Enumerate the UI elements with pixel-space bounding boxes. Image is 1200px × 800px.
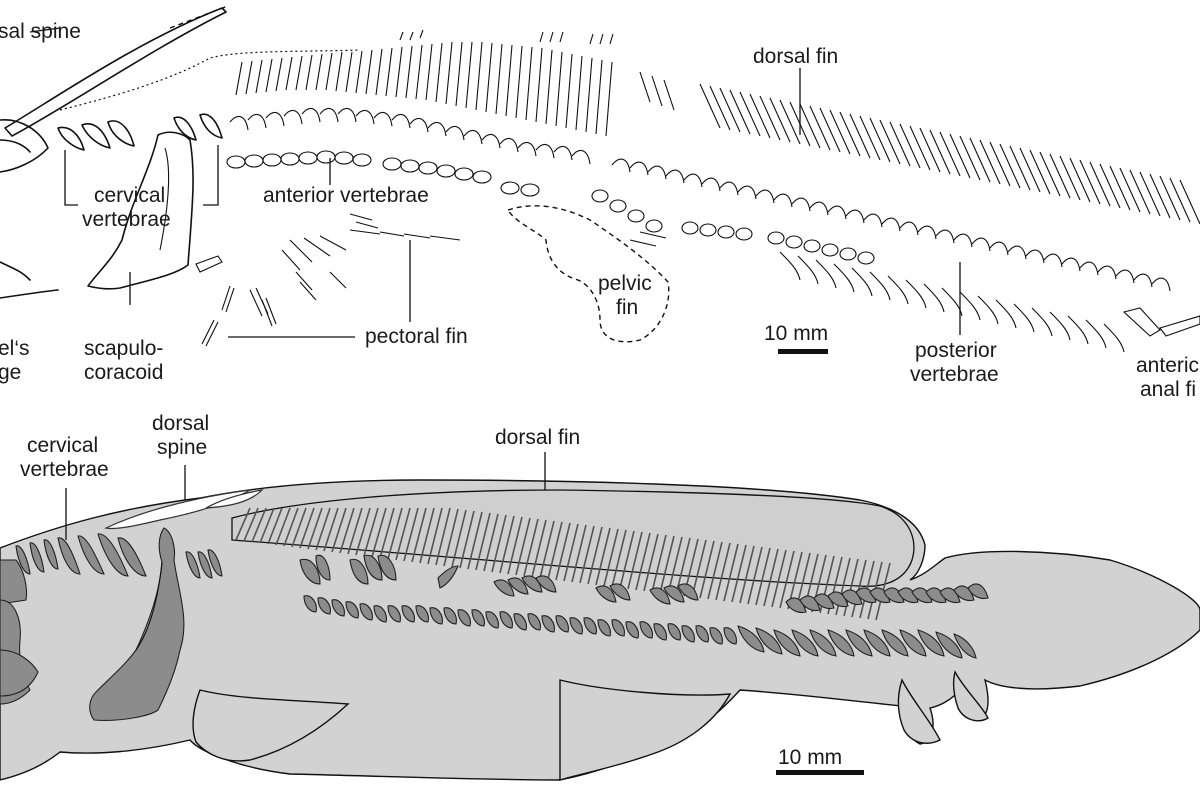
head-bone-jaw	[0, 649, 39, 697]
label-scapulocoracoid-2: coracoid	[84, 361, 163, 384]
label-dorsal-spine-top: sal spine	[0, 20, 81, 43]
pectoral-fin-bottom	[192, 689, 350, 762]
head-fragment	[0, 119, 49, 173]
label-dorsal-spine-bottom-1: dorsal	[152, 412, 209, 435]
label-cervical-vertebrae-top-1: cervical	[94, 184, 165, 207]
label-meckels-cartilage-2: ge	[0, 361, 21, 384]
dorsal-spine-outline	[4, 7, 227, 137]
top-panel-drawing	[0, 5, 1200, 354]
scapulocoracoid-inner	[159, 147, 170, 251]
anal-fin-element	[1122, 307, 1200, 337]
label-pelvic-fin-2: fin	[616, 296, 638, 319]
label-posterior-vertebrae-2: vertebrae	[910, 363, 999, 386]
anterior-vertebrae-centra	[226, 150, 540, 197]
dorsal-fin-radials-anterior	[235, 29, 614, 137]
label-dorsal-fin-top: dorsal fin	[753, 45, 838, 68]
label-scapulocoracoid-1: scapulo-	[84, 337, 163, 360]
top-panel-labels: sal spine cervical vertebrae anterior ve…	[0, 20, 1199, 401]
cervical-vertebrae-drawing	[57, 113, 223, 151]
cervical-vertebrae-bottom	[15, 533, 147, 577]
anal-fin-bottom	[897, 678, 941, 744]
body-outline-dotted	[59, 49, 361, 111]
label-cervical-vertebrae-top-2: vertebrae	[82, 208, 171, 231]
pectoral-fin-rays	[195, 213, 461, 347]
top-panel-leader-lines	[29, 27, 961, 338]
label-dorsal-spine-bottom-2: spine	[157, 436, 207, 459]
scapulocoracoid-drawing	[87, 131, 194, 290]
label-pectoral-fin: pectoral fin	[365, 325, 468, 348]
label-meckels-cartilage-1: el‘s	[0, 337, 30, 360]
neural-arches-anterior	[229, 107, 591, 165]
label-anterior-anal-fin-2: anal fi	[1140, 378, 1196, 401]
gap-centra	[591, 189, 667, 247]
pelvic-fin-bottom	[559, 679, 732, 781]
isolated-vertebrae-bottom	[185, 549, 223, 579]
bottom-scale-bar	[776, 770, 864, 775]
top-scale-bar-label: 10 mm	[764, 322, 828, 345]
caudal-arches-bottom	[785, 583, 989, 614]
label-cervical-vertebrae-bottom-1: cervical	[27, 434, 98, 457]
bottom-scale-bar-label: 10 mm	[778, 746, 842, 769]
label-dorsal-fin-bottom: dorsal fin	[495, 426, 580, 449]
dorsal-spine-tip-dashed	[169, 5, 229, 29]
dorsal-fin-radials-bottom	[235, 507, 891, 621]
label-posterior-vertebrae-1: posterior	[915, 339, 997, 362]
scapulocoracoid-bottom-edge	[135, 561, 163, 651]
head-bone-upper	[0, 559, 28, 605]
dorsal-fin-radials-posterior	[639, 71, 1200, 225]
label-anterior-vertebrae: anterior vertebrae	[263, 184, 429, 207]
dorsal-fin-area	[231, 489, 915, 587]
vertebral-centra-bottom	[303, 595, 737, 645]
haemal-arches-bottom	[737, 625, 977, 659]
bottom-panel-reconstruction	[0, 452, 1200, 781]
label-anterior-anal-fin-1: anteric	[1136, 354, 1199, 377]
posterior-vertebrae-centra	[681, 221, 875, 265]
label-pelvic-fin-1: pelvic	[598, 272, 652, 295]
haemal-arches-posterior	[779, 251, 1125, 353]
bottom-panel-leader-lines	[65, 452, 546, 540]
neural-arches-posterior	[611, 158, 1171, 292]
bottom-panel-labels: cervical vertebrae dorsal spine dorsal f…	[20, 412, 842, 769]
pelvic-fin-outline	[506, 205, 670, 343]
top-scale-bar	[778, 349, 828, 354]
label-cervical-vertebrae-bottom-2: vertebrae	[20, 458, 109, 481]
dorsal-spine-tip-bottom	[205, 489, 264, 509]
head-fragment-inner	[0, 139, 31, 153]
meckels-cartilage-fragment	[0, 261, 59, 299]
neural-arches-bottom	[299, 554, 699, 605]
anal-fin-bottom-2	[952, 670, 989, 722]
